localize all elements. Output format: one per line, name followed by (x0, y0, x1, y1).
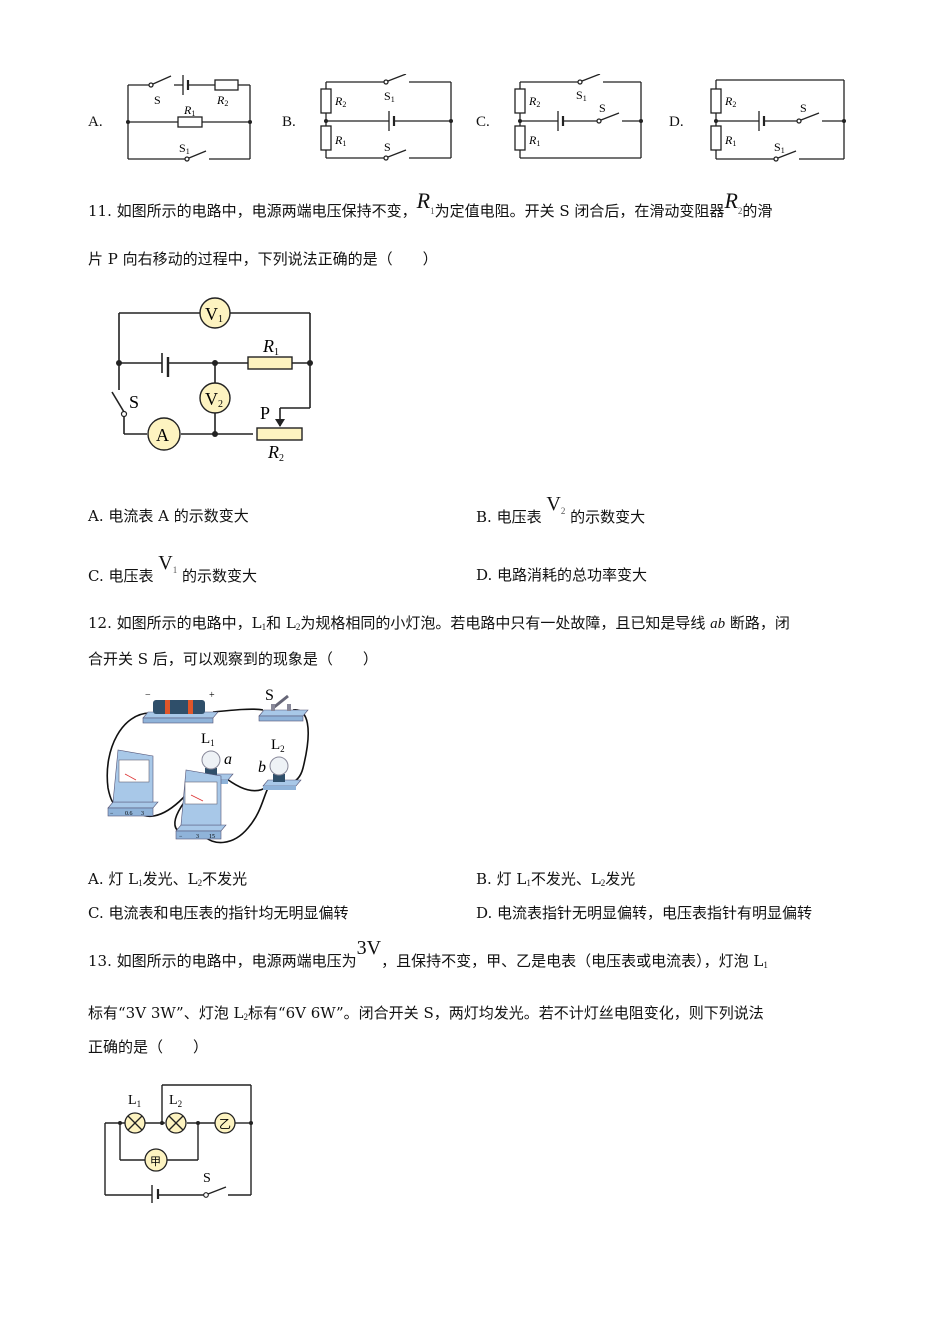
circuit-diagram-d: R2 R1 S S1 (710, 79, 846, 162)
q11-option-a[interactable]: A. 电流表 A 的示数变大 (88, 507, 249, 525)
svg-text:R2: R2 (724, 94, 736, 109)
svg-text:S1: S1 (576, 88, 587, 103)
label-r2: R2 (216, 93, 228, 108)
svg-text:S: S (265, 688, 274, 704)
q11-circuit-diagram: V1 V2 A R1 R2 P S (111, 297, 313, 464)
svg-text:S: S (599, 101, 606, 115)
circuit-diagram-b: R2 R1 S1 S (320, 74, 453, 161)
svg-text:L2: L2 (169, 1093, 182, 1109)
svg-text:L1: L1 (201, 731, 215, 748)
svg-text:S: S (129, 392, 139, 412)
svg-text:S: S (384, 140, 391, 154)
q11-option-d[interactable]: D. 电路消耗的总功率变大 (476, 566, 648, 584)
svg-text:R2: R2 (528, 94, 540, 109)
svg-text:+: + (209, 690, 215, 701)
svg-text:A: A (156, 425, 169, 445)
svg-text:R1: R1 (262, 336, 279, 358)
svg-text:−: − (145, 690, 151, 701)
svg-text:R1: R1 (724, 133, 736, 148)
q12-stem-line1: 12. 如图所示的电路中，L1和 L2为规格相同的小灯泡。若电路中只有一处故障，… (88, 614, 790, 632)
q13-stem-line2: 标有“3V 3W”、灯泡 L2标有“6V 6W”。闭合开关 S，两灯均发光。若不… (88, 1004, 764, 1022)
q10-option-d-label[interactable]: D. (669, 114, 684, 130)
q13-stem-line3: 正确的是（ ） (88, 1038, 209, 1056)
svg-text:3: 3 (196, 834, 199, 840)
q10-option-a-label[interactable]: A. (88, 114, 103, 130)
svg-text:R1: R1 (334, 133, 346, 148)
svg-text:a: a (224, 751, 232, 768)
q12-physical-circuit-illustration: − + S L1 a L2 b − 0.6 3 − 3 15 (106, 688, 309, 844)
svg-text:乙: 乙 (219, 1117, 231, 1131)
q11-stem-line2: 片 P 向右移动的过程中，下列说法正确的是（ ） (88, 250, 438, 268)
svg-text:R2: R2 (267, 442, 284, 464)
label-s1: S1 (179, 141, 190, 156)
q12-option-c[interactable]: C. 电流表和电压表的指针均无明显偏转 (88, 904, 349, 922)
q11-option-b[interactable]: B. 电压表 V2 的示数变大 (476, 493, 646, 526)
q10-option-b-label[interactable]: B. (282, 114, 296, 130)
q12-stem-line2: 合开关 S 后，可以观察到的现象是（ ） (88, 650, 378, 668)
svg-text:S: S (203, 1171, 211, 1186)
svg-text:甲: 甲 (150, 1156, 161, 1168)
svg-text:S: S (800, 101, 807, 115)
circuit-diagram-c: R2 R1 S1 S (514, 74, 643, 159)
svg-text:3: 3 (141, 811, 144, 817)
svg-text:15: 15 (209, 834, 215, 840)
q11-option-c[interactable]: C. 电压表 V1 的示数变大 (88, 552, 258, 585)
q10-option-c-label[interactable]: C. (476, 114, 490, 130)
circuit-diagram-a: S R2 R1 S1 (126, 75, 252, 162)
svg-text:−: − (110, 811, 114, 817)
svg-text:S1: S1 (384, 89, 395, 104)
q11-stem-line1: 11. 如图所示的电路中，电源两端电压保持不变，R1为定值电阻。开关 S 闭合后… (88, 188, 773, 221)
svg-text:R2: R2 (334, 94, 346, 109)
svg-text:L1: L1 (128, 1093, 141, 1109)
q13-circuit-diagram: 乙 甲 L1 L2 S (104, 1084, 253, 1203)
svg-text:0.6: 0.6 (125, 811, 133, 817)
svg-text:S1: S1 (774, 140, 785, 155)
label-s: S (154, 93, 161, 107)
svg-text:R1: R1 (528, 133, 540, 148)
svg-text:P: P (260, 403, 270, 423)
label-r1: R1 (183, 103, 195, 118)
svg-text:L2: L2 (271, 737, 285, 754)
q12-option-a[interactable]: A. 灯 L1发光、L2不发光 (88, 870, 248, 888)
q12-option-b[interactable]: B. 灯 L1不发光、L2发光 (476, 870, 636, 888)
q13-stem-line1: 13. 如图所示的电路中，电源两端电压为3V，且保持不变，甲、乙是电表（电压表或… (88, 937, 768, 970)
svg-text:b: b (258, 759, 266, 776)
q12-option-d[interactable]: D. 电流表指针无明显偏转，电压表指针有明显偏转 (476, 904, 813, 922)
svg-text:−: − (179, 834, 183, 840)
